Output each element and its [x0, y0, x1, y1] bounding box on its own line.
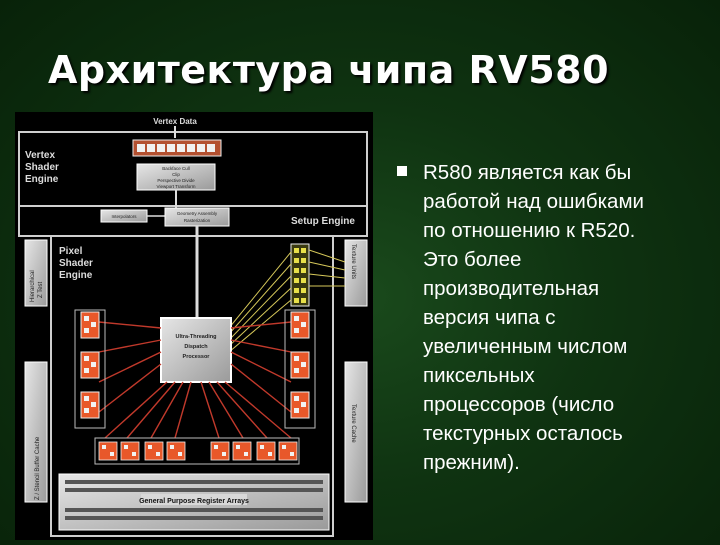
svg-text:Processor: Processor: [183, 354, 211, 360]
vertex-shader-label: Vertex Shader Engine: [25, 150, 59, 185]
svg-text:Texture Units: Texture Units: [350, 244, 356, 279]
svg-text:Hierarchical: Hierarchical: [30, 270, 36, 302]
vertex-data-label: Vertex Data: [153, 117, 197, 126]
svg-text:Pixel: Pixel: [59, 246, 83, 257]
svg-text:Backface Cull: Backface Cull: [162, 166, 190, 171]
hierarchical-z-box: [24, 239, 48, 307]
bottom-pixel-units: [94, 437, 300, 465]
svg-text:Perspective Divide: Perspective Divide: [157, 178, 195, 183]
square-bullet-icon: [397, 166, 407, 176]
dispatch-rays: [98, 321, 292, 439]
svg-text:Dispatch: Dispatch: [184, 344, 208, 350]
dispatch-processor-box: [160, 317, 232, 383]
texture-unit-column: [290, 243, 310, 307]
svg-text:Z Test: Z Test: [38, 281, 44, 298]
pixel-shader-label: Pixel Shader Engine: [59, 246, 93, 281]
architecture-diagram: Vertex Data Vertex Shader Engine Backfac…: [15, 112, 373, 540]
left-pixel-units: [74, 309, 106, 429]
svg-text:Engine: Engine: [25, 174, 59, 185]
bullet-item: R580 является как бы работой над ошибкам…: [397, 158, 697, 477]
svg-text:Texture Cache: Texture Cache: [350, 404, 356, 443]
texture-cache-box: [344, 361, 368, 503]
pixel-engine-frame: [50, 235, 334, 537]
setup-engine-label: Setup Engine: [291, 216, 355, 227]
svg-text:Engine: Engine: [59, 270, 93, 281]
texture-units-box: [344, 239, 368, 307]
svg-text:General Purpose Register Array: General Purpose Register Arrays: [139, 498, 249, 505]
svg-text:Shader: Shader: [25, 162, 59, 173]
svg-text:Shader: Shader: [59, 258, 93, 269]
backface-cull-box: [136, 163, 216, 191]
svg-text:Interpolators: Interpolators: [111, 214, 137, 219]
svg-text:Viewport Transform: Viewport Transform: [157, 184, 196, 189]
svg-text:Vertex: Vertex: [25, 150, 55, 161]
svg-text:Z / Stencil Buffer Cache: Z / Stencil Buffer Cache: [35, 436, 41, 500]
svg-text:Rasterization: Rasterization: [184, 218, 211, 223]
stencil-cache-box: [24, 361, 48, 503]
svg-text:Ultra-Threading: Ultra-Threading: [176, 334, 217, 340]
svg-text:Geometry Assembly: Geometry Assembly: [177, 211, 218, 216]
right-pixel-units: [284, 309, 316, 429]
svg-text:Clip: Clip: [172, 172, 180, 177]
slide-title: Архитектура чипа RV580: [48, 48, 610, 92]
bullet-text: R580 является как бы работой над ошибкам…: [423, 161, 644, 474]
